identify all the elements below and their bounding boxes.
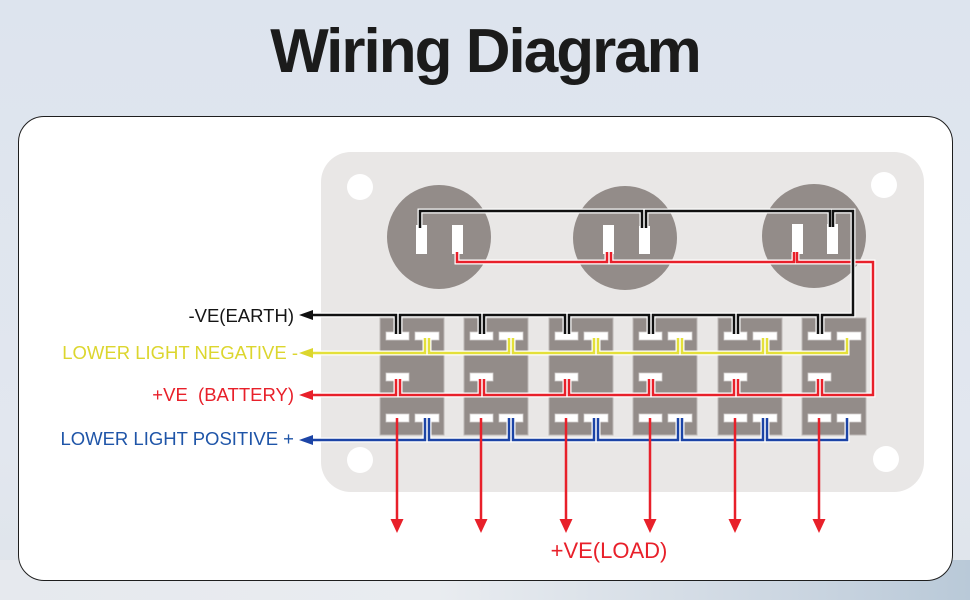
mounting-hole (347, 447, 373, 473)
socket-terminal (452, 225, 463, 254)
mounting-hole (873, 446, 899, 472)
lower-light-positive-arrow-icon (299, 435, 313, 445)
battery-arrow-icon (299, 390, 313, 400)
load-arrow-icon (812, 519, 826, 533)
socket-terminal (792, 224, 803, 254)
earth-label: -VE(EARTH) (188, 305, 294, 326)
earth-arrow-icon (299, 310, 313, 320)
round-socket (387, 185, 491, 289)
socket-terminal (416, 225, 427, 254)
earth-wire (312, 209, 855, 334)
socket-terminal (639, 226, 650, 254)
socket-terminal (827, 224, 838, 254)
round-socket (762, 184, 866, 288)
mounting-hole (871, 172, 897, 198)
battery-label: +VE (BATTERY) (152, 384, 294, 405)
load-arrow-icon (728, 519, 742, 533)
lower-light-positive-label: LOWER LIGHT POSITIVE + (60, 428, 294, 449)
load-arrow-icon (390, 519, 404, 533)
lower-light-negative-label: LOWER LIGHT NEGATIVE - (62, 342, 298, 363)
load-label: +VE(LOAD) (550, 538, 668, 563)
mounting-hole (347, 174, 373, 200)
load-arrow-icon (559, 519, 573, 533)
lower-light-negative-arrow-icon (299, 348, 313, 358)
page-title: Wiring Diagram (270, 17, 702, 86)
socket-terminal (603, 225, 614, 254)
lower-light-negative-wire (312, 338, 849, 355)
load-arrow-icon (643, 519, 657, 533)
load-arrow-icon (474, 519, 488, 533)
round-socket (573, 186, 677, 290)
battery-wire (312, 252, 875, 397)
lower-light-positive-wire (312, 418, 849, 442)
